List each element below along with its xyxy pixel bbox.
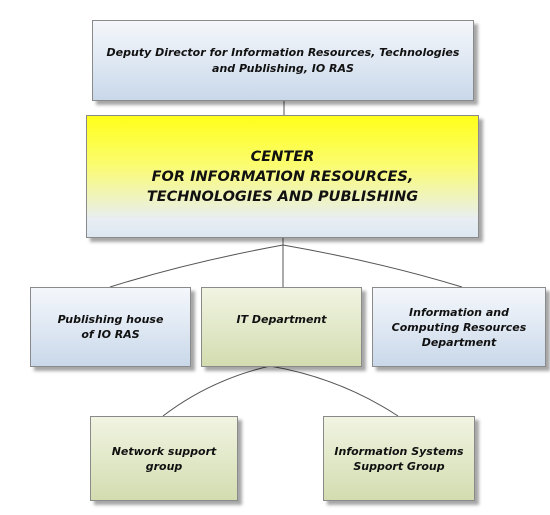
computing-resources-department-box: Information and Computing Resources Depa… [372,287,546,367]
information-systems-line-2: Support Group [353,459,445,473]
computing-resources-line-2: Computing Resources [391,320,527,334]
network-support-group-label: Network support group [111,444,217,473]
connector-it-is-support [269,365,399,417]
information-systems-line-1: Information Systems [334,444,464,458]
network-support-group-box: Network support group [90,416,238,501]
it-department-box: IT Department [201,287,362,367]
computing-resources-line-3: Department [421,335,497,349]
center-box: CENTER FOR INFORMATION RESOURCES, TECHNO… [86,115,479,238]
connector-center-publishing [109,244,284,288]
deputy-director-line-1: Deputy Director for Information Resource… [106,45,460,59]
publishing-house-line-2: of IO RAS [81,328,140,341]
information-systems-support-group-box: Information Systems Support Group [323,416,475,501]
center-title-line-2: FOR INFORMATION RESOURCES, [151,168,414,185]
connector-it-network [162,365,271,417]
publishing-house-box: Publishing house of IO RAS [30,287,191,367]
it-department-label: IT Department [236,313,327,326]
center-title-line-1: CENTER [250,148,315,165]
deputy-director-line-2: and Publishing, IO RAS [212,61,354,75]
publishing-house-line-1: Publishing house [57,313,164,326]
connector-center-icr [282,244,463,288]
computing-resources-line-1: Information and [409,305,509,319]
center-title-line-3: TECHNOLOGIES AND PUBLISHING [146,188,419,205]
deputy-director-box: Deputy Director for Information Resource… [92,20,474,101]
